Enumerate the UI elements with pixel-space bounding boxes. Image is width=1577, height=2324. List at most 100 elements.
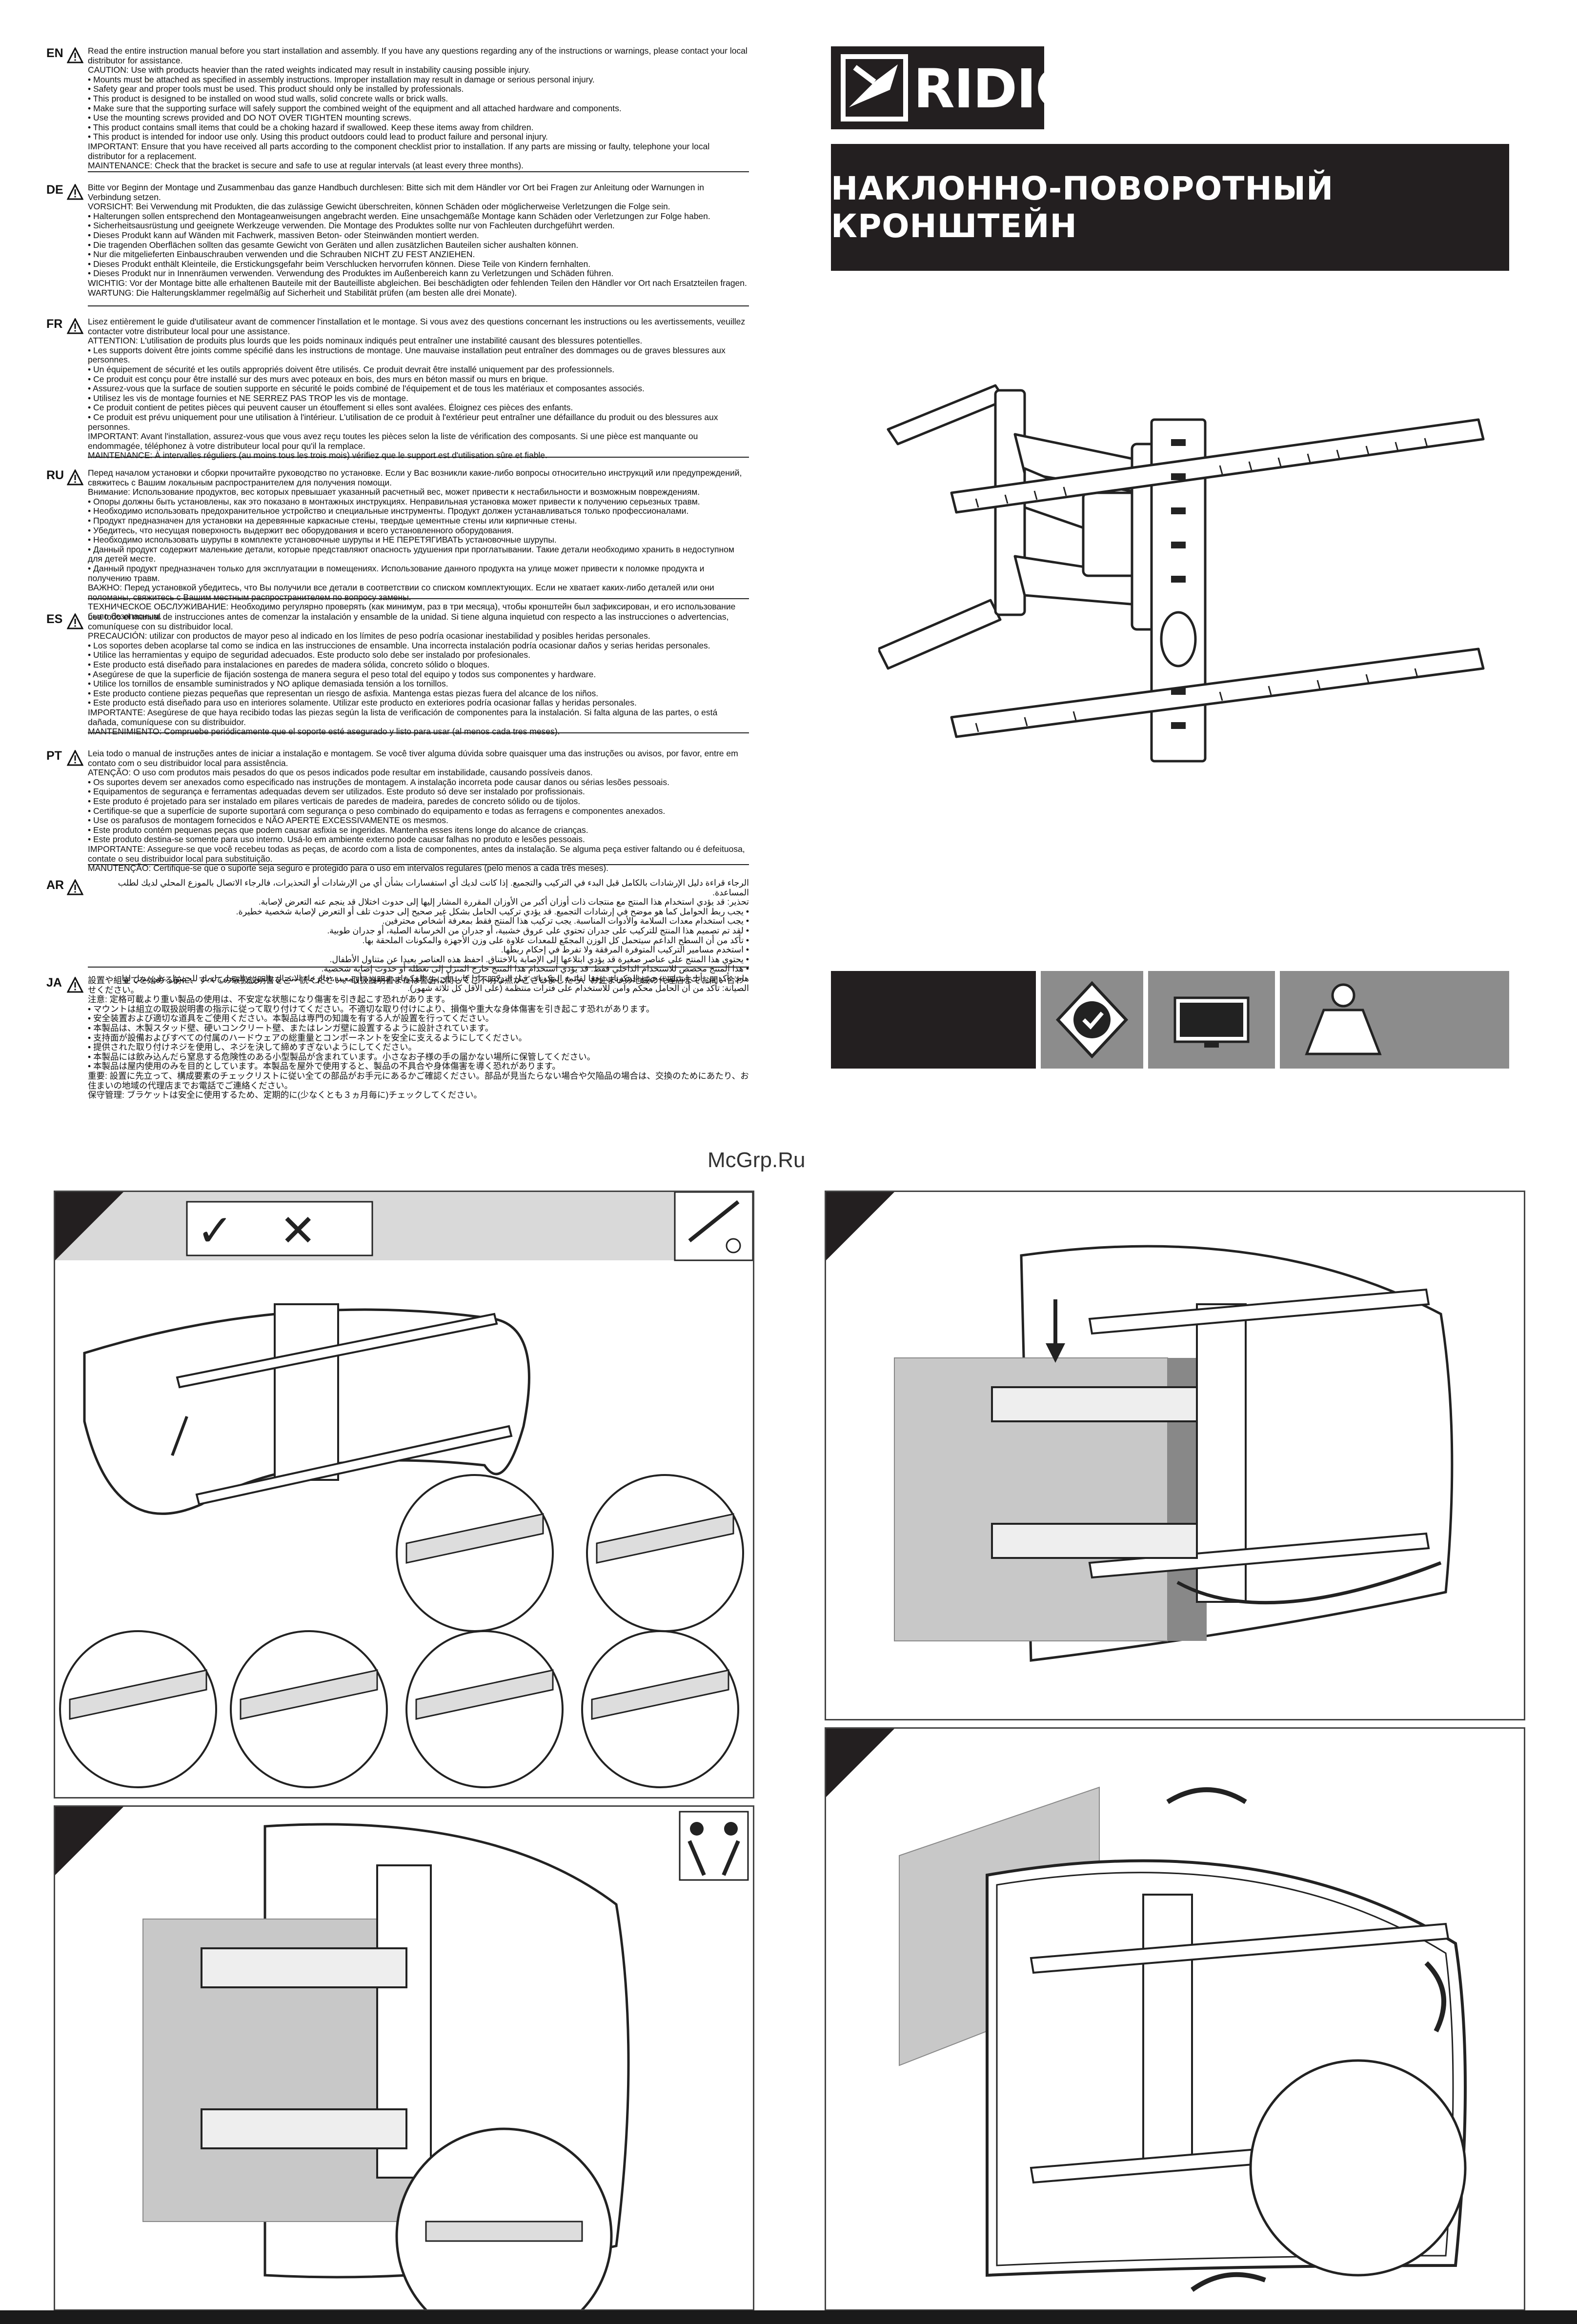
warning-line: ATENÇÃO: O uso com produtos mais pesados… <box>88 768 593 778</box>
warning-icon <box>67 184 83 200</box>
warning-line: • Un équipement de sécurité et les outil… <box>88 364 615 374</box>
warning-line: IMPORTANTE: Asegúrese de que haya recibi… <box>88 707 718 727</box>
warning-line: ТЕХНИЧЕСКОЕ ОБСЛУЖИВАНИЕ: Необходимо рег… <box>88 602 736 621</box>
section-divider <box>88 967 749 968</box>
language-code: FR <box>46 317 63 331</box>
warning-line: • Este produto é projetado para ser inst… <box>88 796 581 806</box>
language-block-ru: RU Перед началом установки и сборки прочи… <box>46 468 749 621</box>
warning-line: MAINTENANCE: Check that the bracket is s… <box>88 161 524 171</box>
language-code: RU <box>46 468 64 482</box>
warning-line: • Ce produit est prévu uniquement pour u… <box>88 412 718 432</box>
warning-line: • هذا المنتج مخصص للاستخدام الداخلي فقط.… <box>321 964 749 974</box>
warning-line: تحذير: قد يؤدي استخدام هذا المنتج مع منت… <box>258 897 749 907</box>
language-code: AR <box>46 878 64 892</box>
warning-icon <box>67 318 83 334</box>
step-3-illustration <box>55 1807 749 2309</box>
warning-icon <box>67 750 83 766</box>
spec-tv-cell <box>1148 971 1275 1069</box>
language-block-de: DE Bitte vor Beginn der Montage und Zusam… <box>46 182 749 306</box>
language-text: Read the entire instruction manual befor… <box>88 46 749 171</box>
language-block-en: EN Read the entire instruction manual bef… <box>46 46 749 172</box>
warning-line: CAUTION: Use with products heavier than … <box>88 65 531 75</box>
brand-logo <box>831 46 1044 129</box>
language-text: Перед началом установки и сборки прочита… <box>88 468 749 622</box>
warning-line: • Les supports doivent être joints comme… <box>88 345 726 365</box>
warning-line: • استخدم مسامير التركيب المتوفرة المرفقة… <box>501 945 749 955</box>
warning-icon <box>67 469 83 485</box>
weight-icon <box>1305 983 1382 1055</box>
product-illustration <box>878 384 1485 763</box>
warning-line: • يحتوي هذا المنتج على عناصر صغيرة قد يؤ… <box>329 954 749 964</box>
warning-line: • Halterungen sollen entsprechend den Mo… <box>88 211 710 221</box>
warning-line: WARTUNG: Die Halterungsklammer regelmäßi… <box>88 287 517 298</box>
warning-icon <box>67 879 83 895</box>
warning-line: • Опоры должны быть установлены, как это… <box>88 496 700 506</box>
section-divider <box>88 864 749 865</box>
warning-line: • Assurez-vous que la surface de soutien… <box>88 384 645 394</box>
language-text: Leia todo o manual de instruções antes d… <box>88 748 749 873</box>
warning-line: • 支持面が設備およびすべての付属のハードウェアの総重量とコンポーネントを安全に… <box>88 1032 527 1043</box>
step-panel-4 <box>825 1727 1525 2311</box>
warning-line: • لقد تم تصميم هذا المنتج للتركيب على جد… <box>327 925 749 935</box>
warning-line: • Необходимо использовать шурупы в компл… <box>88 535 557 545</box>
warning-line: • يجب ربط الحوامل كما هو موضح في إرشادات… <box>236 906 749 916</box>
language-code: DE <box>46 183 63 197</box>
language-code: ES <box>46 612 63 626</box>
warning-line: MAINTENANCE: À intervalles réguliers (au… <box>88 450 547 461</box>
warning-line: 注意: 定格可載より重い製品の使用は、不安定な状態になり傷害を引き起こす恐れがあ… <box>88 994 450 1005</box>
warning-line: 設置や組立てを始める前に、すべての取扱説明書をご一読ください。取扱説明書または警… <box>88 975 744 995</box>
language-code: JA <box>46 976 62 990</box>
warning-line: هام: تأكد من أنك استلمت جميع المكونات وف… <box>119 973 749 983</box>
warning-line: • تأكد من أن السطح الداعم سيتحمل كل الوز… <box>362 935 749 945</box>
warning-line: Перед началом установки и сборки прочита… <box>88 468 742 487</box>
warning-line: Read the entire instruction manual befor… <box>88 46 748 65</box>
warning-line: IMPORTANT: Avant l'installation, assurez… <box>88 431 698 451</box>
spec-blank-cell <box>831 971 1036 1069</box>
language-block-fr: FR Lisez entièrement le guide d'utilisate… <box>46 317 749 460</box>
warning-line: MANTENIMIENTO: Compruebe periódicamente … <box>88 727 560 737</box>
warning-line: • 本製品は屋内使用のみを目的としています。本製品を屋外で使用すると、製品の不具… <box>88 1061 561 1071</box>
svg-text:✕: ✕ <box>280 1205 316 1256</box>
section-divider <box>88 732 749 733</box>
warning-line: 保守管理: ブラケットは安全に使用するため、定期的に(少なくとも３ヵ月毎に)チェ… <box>88 1090 482 1100</box>
warning-line: • Данный продукт предназначен только для… <box>88 563 705 583</box>
warning-line: • マウントは組立の取扱説明書の指示に従って取り付けてください。不適切な取り付け… <box>88 1004 655 1014</box>
warning-line: • Este produto destina-se somente para u… <box>88 834 585 845</box>
product-title-bar: НАКЛОННО-ПОВОРОТНЫЙ КРОНШТЕЙН <box>831 144 1509 271</box>
warning-line: Lea todo el manual de instrucciones ante… <box>88 612 729 631</box>
language-text: الرجاء قراءة دليل الإرشادات بالكامل قبل … <box>88 878 749 993</box>
warning-line: • Equipamentos de segurança e ferramenta… <box>88 787 585 797</box>
product-title: НАКЛОННО-ПОВОРОТНЫЙ КРОНШТЕЙН <box>831 170 1334 245</box>
step-panel-3 <box>54 1805 754 2311</box>
watermark-text: McGrp.Ru <box>708 1148 806 1172</box>
warning-line: Bitte vor Beginn der Montage und Zusamme… <box>88 182 704 202</box>
warning-line: • Este producto está diseñado para insta… <box>88 659 490 669</box>
spec-weight-cell <box>1280 971 1509 1069</box>
warning-line: Внимание: Использование продуктов, вес к… <box>88 487 700 497</box>
step-panel-1: ✓ ✕ <box>54 1191 754 1799</box>
warning-line: • Asegúrese de que la superficie de fija… <box>88 669 596 679</box>
section-divider <box>88 171 749 172</box>
warning-line: • Utilisez les vis de montage fournies e… <box>88 393 408 403</box>
warning-line: • Dieses Produkt kann auf Wänden mit Fac… <box>88 230 479 240</box>
warning-line: IMPORTANT: Ensure that you have received… <box>88 141 710 161</box>
language-block-ar: AR الرجاء قراءة دليل الإرشادات بالكامل قب… <box>46 878 749 992</box>
page-footer-bar <box>0 2310 1577 2324</box>
warning-line: Leia todo o manual de instruções antes d… <box>88 748 738 768</box>
warning-line: MANUTENÇÃO: Certifique-se que o suporte … <box>88 863 609 873</box>
ridicon-logo-icon <box>841 54 908 121</box>
warning-line: ATTENTION: L'utilisation de produits plu… <box>88 336 643 346</box>
warning-line: • Certifique-se que a superfície de supo… <box>88 806 666 816</box>
warning-line: • Safety gear and proper tools must be u… <box>88 84 464 94</box>
warning-line: Lisez entièrement le guide d'utilisateur… <box>88 317 746 336</box>
language-code: EN <box>46 46 63 60</box>
vesa-badge-icon <box>1055 981 1129 1059</box>
warning-line: • يجب استخدام معدات السلامة والأدوات الم… <box>382 916 749 926</box>
warning-line: • Данный продукт содержит маленькие дета… <box>88 544 734 564</box>
section-divider <box>88 305 749 306</box>
warning-line: • 本製品は、木製スタッド壁、硬いコンクリート壁、またはレンガ壁に設置するように… <box>88 1023 494 1033</box>
step-header-band <box>55 1192 753 1260</box>
section-divider <box>88 598 749 599</box>
warning-line: PRECAUCIÓN: utilizar con productos de ma… <box>88 631 650 641</box>
warning-line: • Utilice los tornillos de ensamble sumi… <box>88 679 448 689</box>
